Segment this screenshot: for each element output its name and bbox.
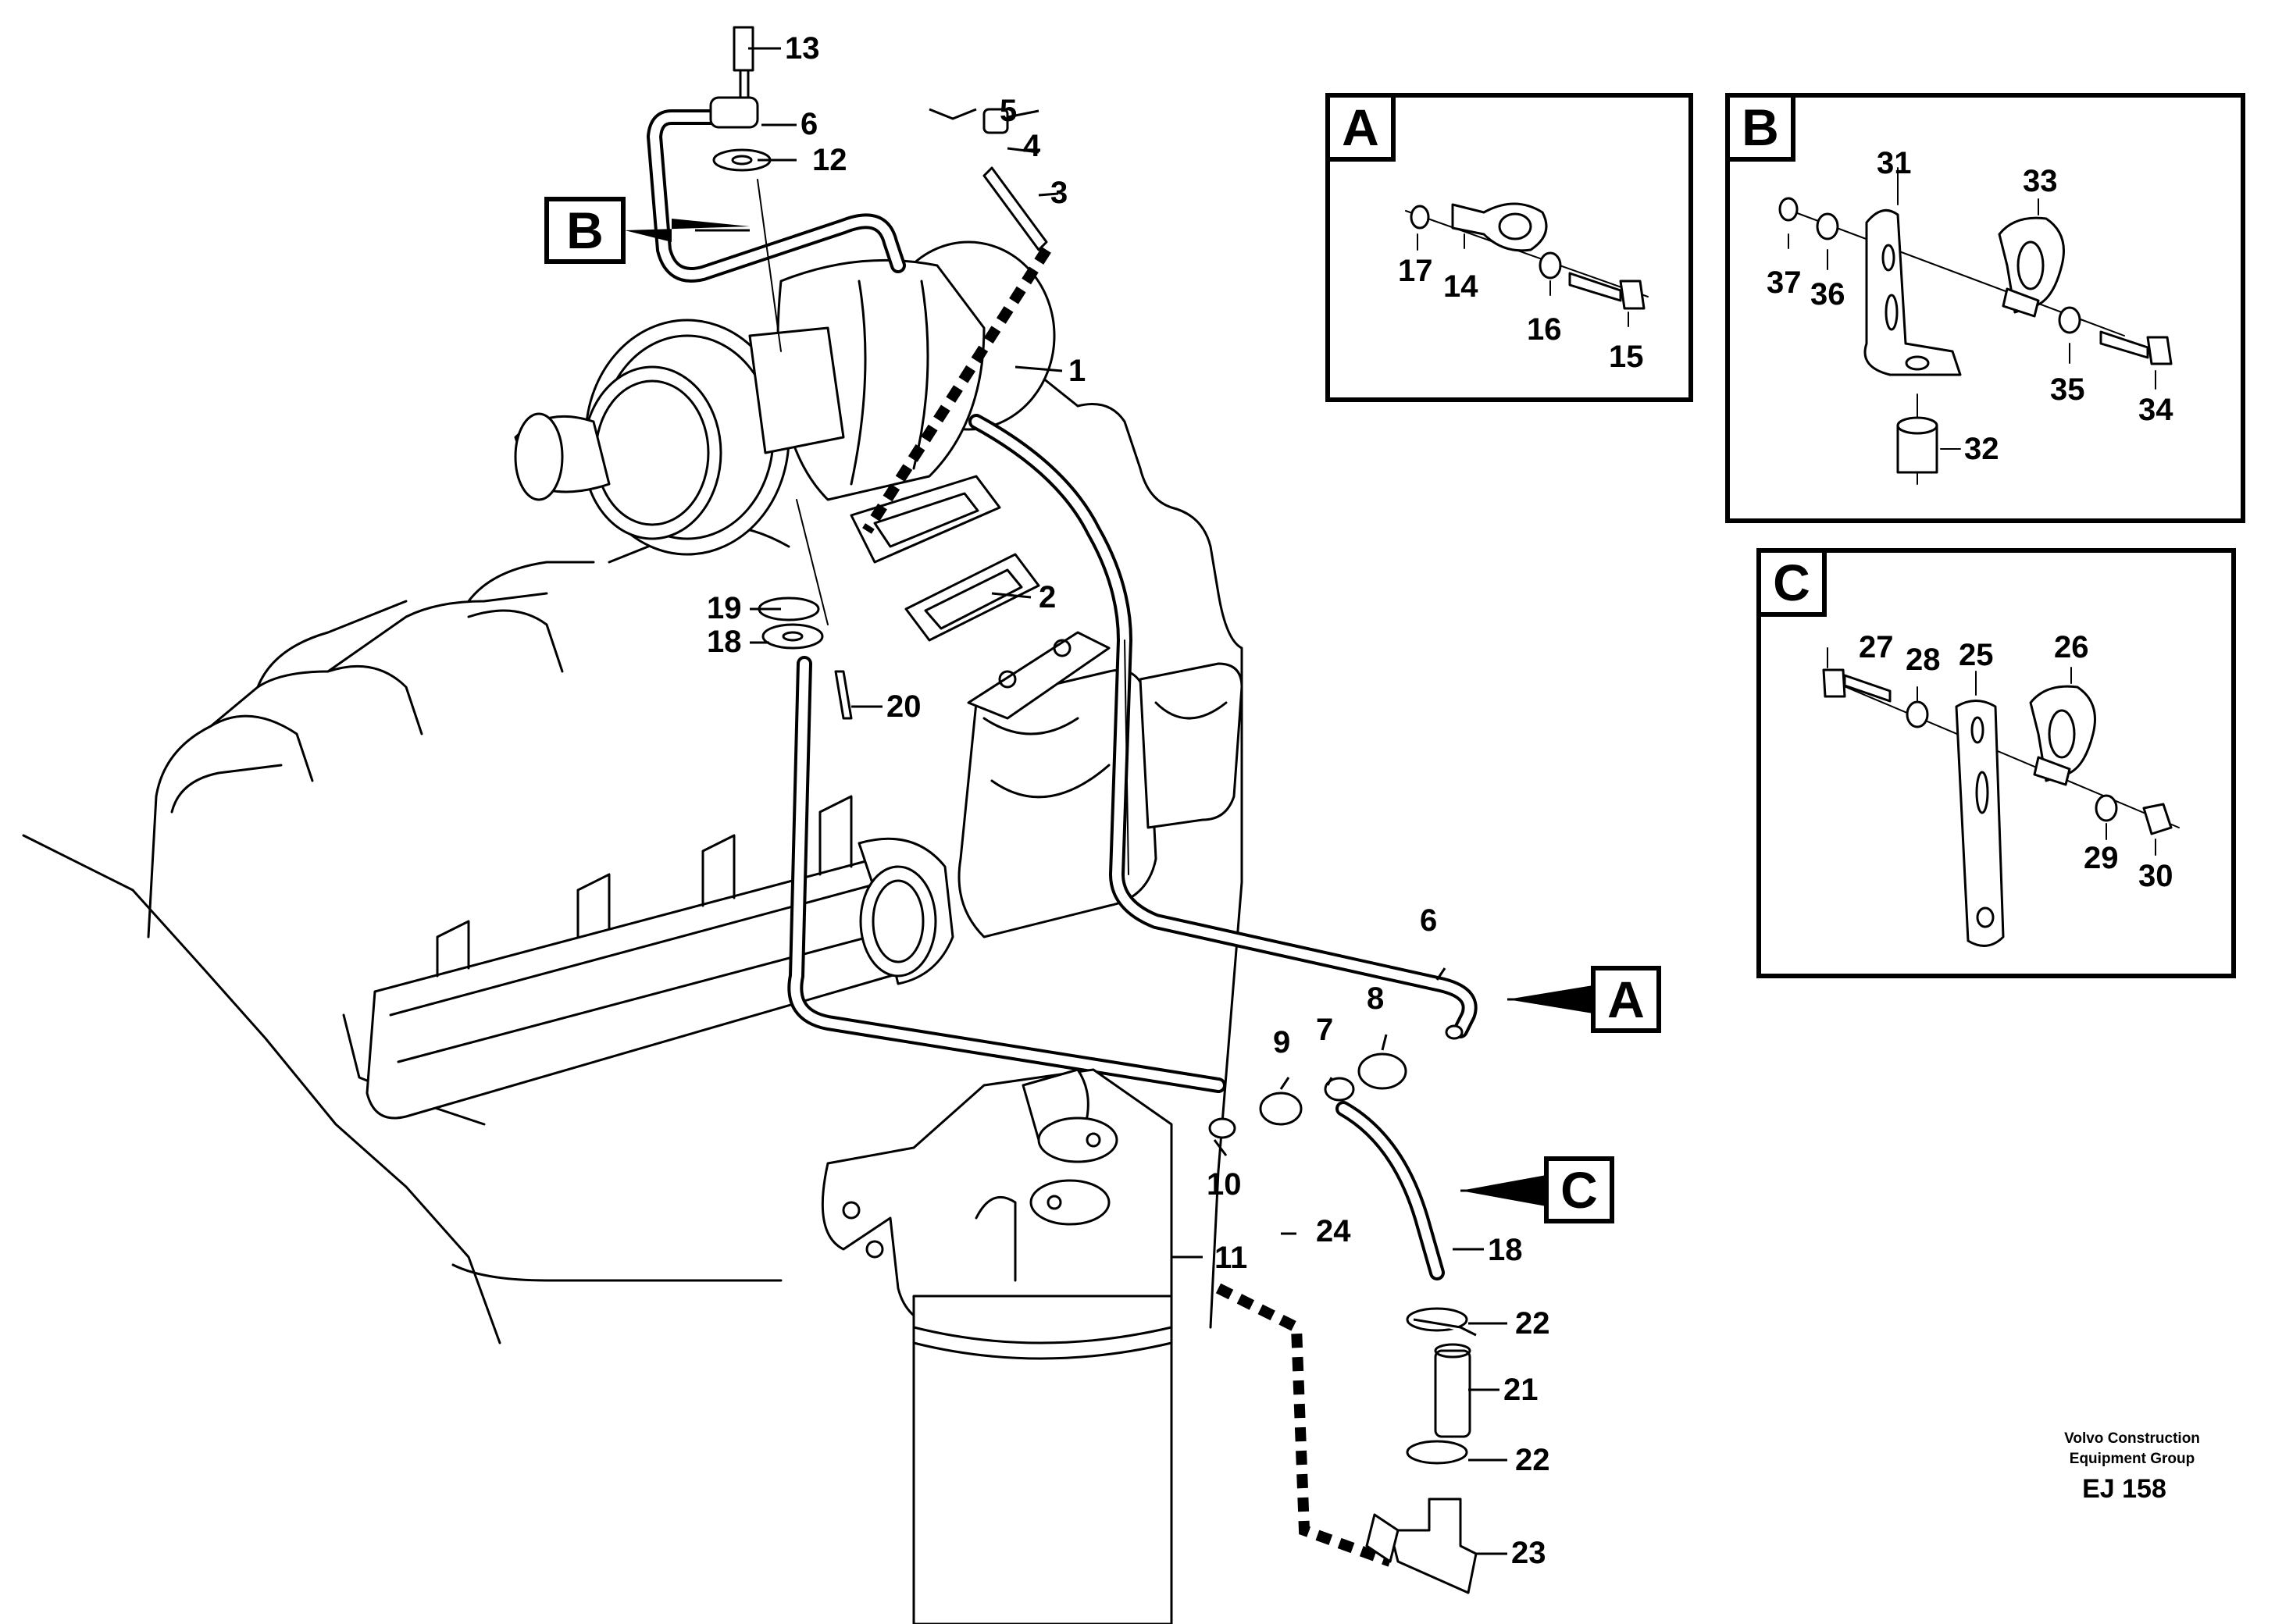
detail-view-B: B 31 33 37 36 35 34 32 [1725,93,2245,523]
label-18-top: 18 [707,625,742,659]
label-9: 9 [1273,1025,1290,1060]
label-13: 13 [785,31,820,66]
detail-B-label-34: 34 [2138,393,2173,427]
label-2: 2 [1039,580,1056,614]
label-6-right: 6 [1420,903,1437,938]
detail-B-label-37: 37 [1767,265,1802,300]
oil-return-pipe [968,414,1478,1038]
detail-C-label-27: 27 [1859,630,1894,664]
callout-B-letter: B [566,201,604,259]
callout-A-letter: A [1607,970,1645,1028]
detail-A-label-16: 16 [1527,312,1562,347]
credit-block: Volvo Construction Equipment Group EJ 15… [2064,1430,2200,1504]
centerline-stud [862,247,1051,534]
detail-C-label-25: 25 [1959,638,1994,672]
detail-B-letter: B [1742,98,1779,156]
label-4: 4 [1023,129,1041,163]
stud-line-2 [796,499,829,625]
turbo-gasket [850,475,1040,642]
oil-supply-pipe [647,109,906,283]
callout-box-A[interactable]: A [1591,966,1661,1033]
label-7: 7 [1316,1013,1333,1047]
label-6-top: 6 [801,107,818,141]
detail-C-label-30: 30 [2138,859,2173,893]
label-11: 11 [1214,1241,1247,1275]
drawing-code: EJ 158 [2082,1474,2166,1504]
label-22-top: 22 [1515,1306,1550,1341]
label-12: 12 [812,143,847,177]
detail-A-letter: A [1342,98,1379,156]
stud-line [757,179,782,352]
label-22-bottom: 22 [1515,1443,1550,1477]
detail-B-label-31: 31 [1877,146,1912,180]
fittings [709,26,1464,1139]
detail-C-letter: C [1773,554,1810,611]
detail-view-A: A 17 14 16 15 [1325,93,1693,402]
label-24: 24 [1316,1214,1351,1248]
label-21: 21 [1503,1373,1539,1407]
label-1: 1 [1068,354,1086,388]
label-18-bottom: 18 [1488,1233,1523,1267]
hose-assembly [1365,1307,1478,1594]
label-19: 19 [707,591,742,625]
drain-centerline [1215,1283,1392,1567]
hose-line [1124,639,1129,875]
detail-A-label-14: 14 [1443,269,1478,304]
detail-A-label-15: 15 [1609,340,1644,374]
label-8: 8 [1367,981,1384,1016]
credit-line-2: Equipment Group [2070,1451,2195,1467]
drain-pipe [787,656,1445,1280]
oil-filter-housing [821,1068,1173,1624]
detail-view-C: C 27 28 25 26 29 30 [1756,548,2236,978]
detail-B-label-32: 32 [1964,432,1999,466]
detail-B-label-36: 36 [1810,277,1845,312]
credit-line-1: Volvo Construction [2064,1430,2200,1447]
callout-arrows [625,219,1593,1206]
detail-B-label-35: 35 [2050,372,2085,407]
label-23: 23 [1511,1536,1546,1570]
part-labels: 13 6 12 5 4 3 1 2 19 18 20 6 8 7 9 10 11… [707,31,1550,1570]
detail-C-label-26: 26 [2054,630,2089,664]
turbocharger [514,240,1056,556]
detail-B-label-33: 33 [2023,164,2058,198]
callout-C-letter: C [1560,1161,1598,1219]
label-5: 5 [1000,94,1017,128]
label-20: 20 [886,689,922,724]
callout-box-C[interactable]: C [1544,1156,1614,1223]
leader-lines [695,47,1550,1555]
callout-box-B[interactable]: B [544,197,626,264]
label-3: 3 [1050,176,1068,210]
detail-C-label-29: 29 [2084,841,2119,875]
detail-A-label-17: 17 [1398,254,1433,288]
label-10: 10 [1207,1167,1242,1202]
detail-C-label-28: 28 [1906,643,1941,677]
